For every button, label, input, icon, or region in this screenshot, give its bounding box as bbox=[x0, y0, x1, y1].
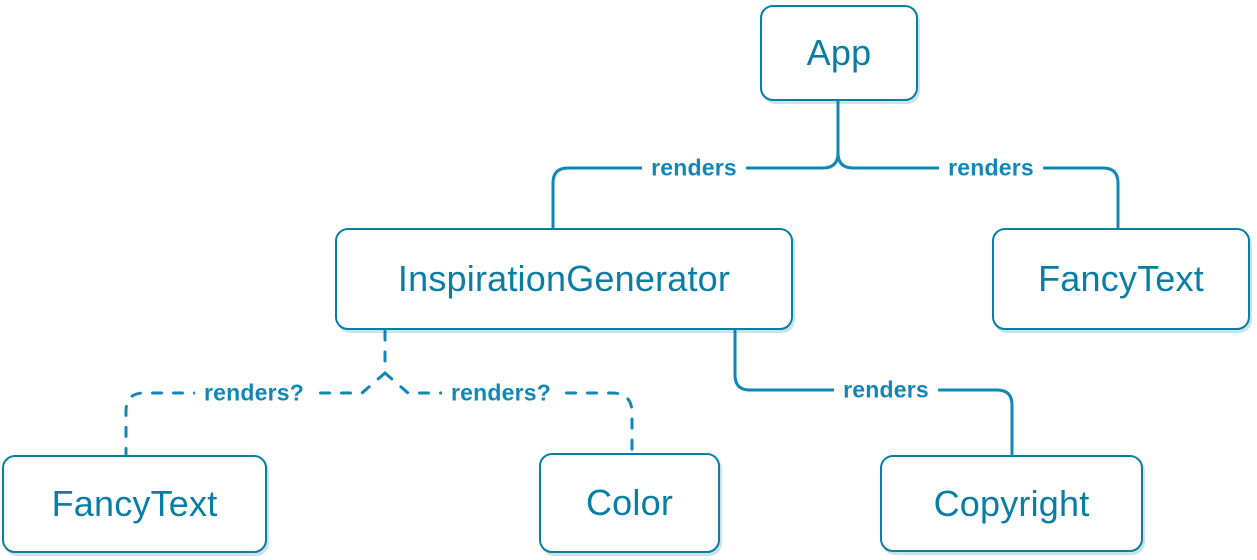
node-fancy-text-bottom-label: FancyText bbox=[51, 483, 218, 524]
node-copyright-label: Copyright bbox=[933, 482, 1090, 524]
node-copyright: Copyright bbox=[880, 455, 1143, 552]
edge-label-renders: renders bbox=[834, 376, 938, 404]
edge-label-renders: renders bbox=[939, 154, 1043, 182]
connector-inspiration-generator-to-fancy-text bbox=[124, 371, 387, 456]
node-fancy-text-bottom: FancyText bbox=[2, 455, 267, 553]
edge-label-renders-optional: renders? bbox=[441, 379, 561, 407]
edge-label-renders: renders bbox=[642, 154, 746, 182]
node-inspiration-generator: InspirationGenerator bbox=[335, 228, 793, 330]
connector-inspiration-generator-to-color bbox=[383, 371, 634, 454]
node-color: Color bbox=[539, 453, 720, 553]
connector-app-to-fancy-text bbox=[836, 151, 1120, 229]
node-app-label: App bbox=[806, 32, 872, 73]
node-color-label: Color bbox=[585, 482, 674, 523]
node-fancy-text-top: FancyText bbox=[992, 228, 1250, 330]
node-inspiration-generator-label: InspirationGenerator bbox=[397, 258, 731, 299]
edge-label-renders-optional: renders? bbox=[194, 379, 314, 407]
node-app: App bbox=[760, 5, 918, 101]
node-fancy-text-top-label: FancyText bbox=[1038, 258, 1204, 299]
